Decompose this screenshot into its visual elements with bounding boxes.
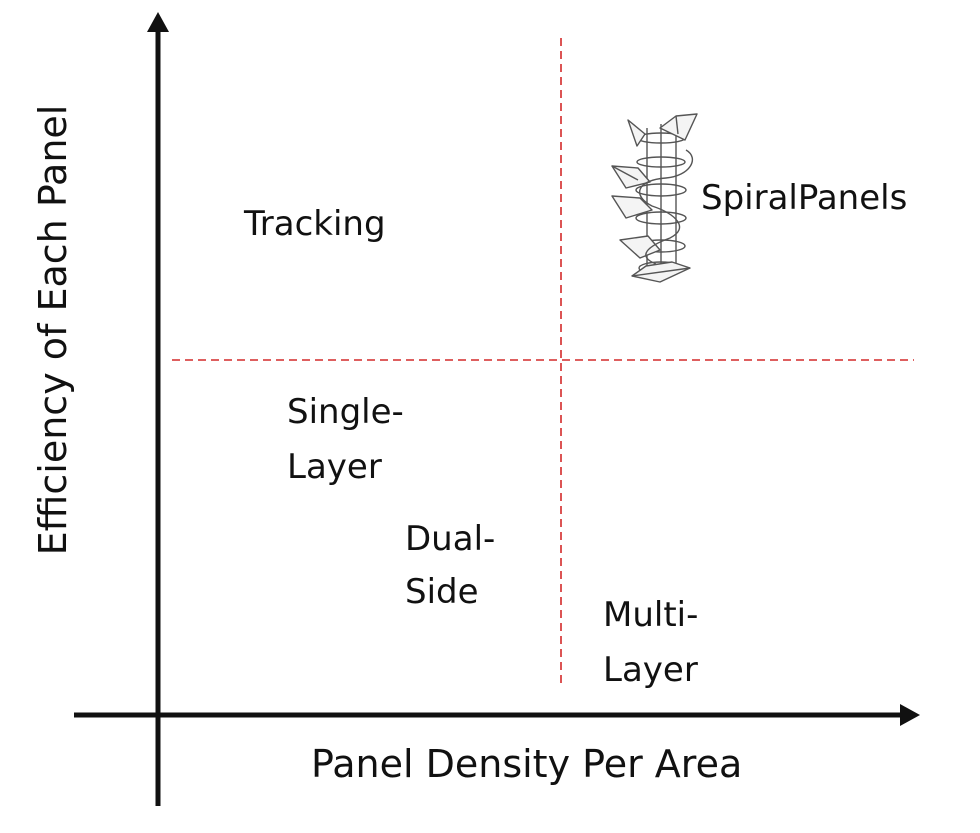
x-axis-title: Panel Density Per Area [311,742,743,786]
label-single-layer-line2: Layer [287,447,382,487]
label-multi-layer-line1: Multi- [603,595,699,635]
y-axis-arrow-icon [147,12,169,32]
y-axis-title: Efficiency of Each Panel [31,104,75,556]
label-tracking: Tracking [244,204,386,244]
label-single-layer-line1: Single- [287,392,404,432]
spiral-panel-tower-icon [611,113,698,283]
label-multi-layer-line2: Layer [603,650,698,690]
label-dual-side-line2: Side [405,572,479,612]
label-spiral-panels: SpiralPanels [701,178,908,218]
label-dual-side-line1: Dual- [405,519,496,559]
x-axis-arrow-icon [900,704,920,726]
